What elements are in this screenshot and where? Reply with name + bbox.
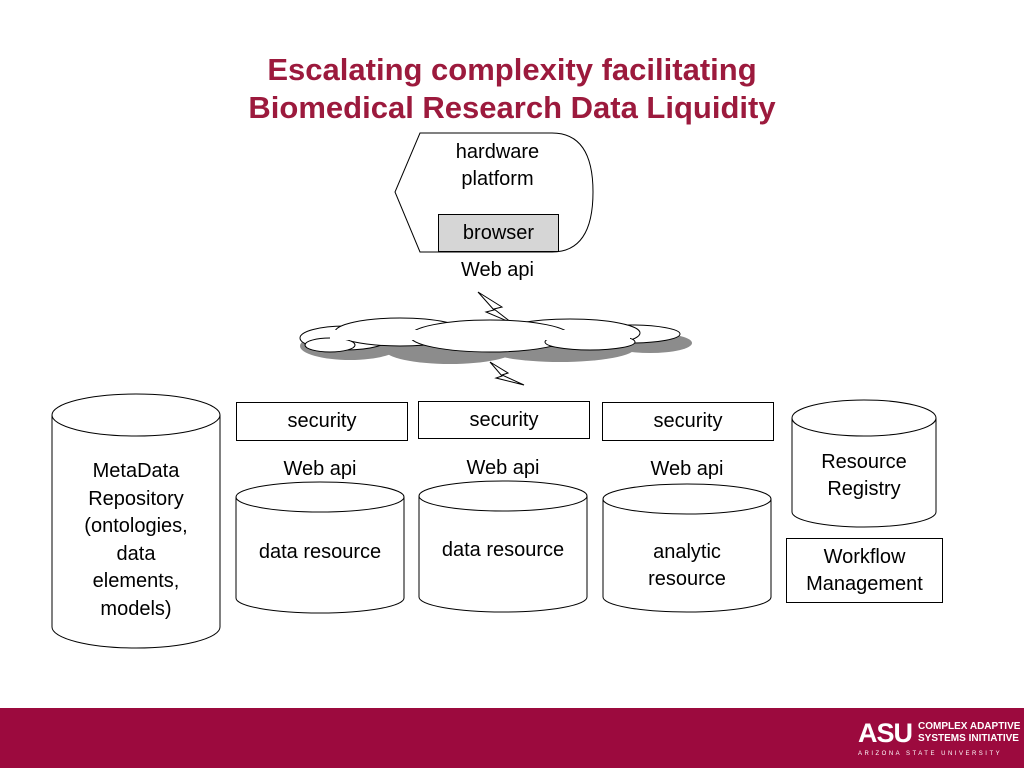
workflow-management-box: Workflow Management	[786, 538, 943, 603]
resource-label-3-line2: resource	[648, 568, 726, 590]
metadata-repository-text: MetaData Repository (ontologies, data el…	[52, 458, 220, 623]
logo-line1: COMPLEX ADAPTIVE	[918, 721, 1021, 732]
client-web-api-label: Web api	[460, 259, 534, 281]
metadata-line: models)	[100, 597, 172, 620]
platform-label: platform	[461, 168, 534, 190]
resource-label-3-line1: analytic	[653, 541, 721, 563]
slide-title-line2: Biomedical Research Data Liquidity	[248, 90, 776, 125]
resource-registry-line1: Resource	[821, 451, 907, 473]
hardware-label: hardware	[455, 141, 540, 163]
resource-cylinder-1	[235, 481, 405, 614]
browser-box: browser	[438, 214, 559, 252]
metadata-repository-cylinder	[51, 393, 221, 649]
security-box-1: security	[236, 402, 408, 441]
metadata-line: (ontologies,	[84, 515, 188, 537]
asu-logo: ASU COMPLEX ADAPTIVE SYSTEMS INITIATIVE …	[858, 718, 1020, 762]
slide-title-line1: Escalating complexity facilitating	[267, 52, 757, 87]
resource-cylinder-3	[602, 483, 772, 613]
workflow-line2: Management	[806, 573, 923, 595]
workflow-line1: Workflow	[823, 546, 906, 568]
service-web-api-label-2: Web api	[466, 457, 540, 479]
metadata-line: data	[116, 542, 156, 565]
resource-cylinder-2	[418, 480, 588, 613]
footer-bar	[0, 708, 1024, 768]
service-web-api-label-3: Web api	[650, 458, 724, 480]
resource-label-2: data resource	[441, 539, 565, 561]
lightning-bolt-icon-bottom	[489, 361, 525, 386]
lightning-bolt-icon-top	[477, 291, 513, 324]
logo-line2: SYSTEMS INITIATIVE	[918, 733, 1019, 744]
logo-line3: ARIZONA STATE UNIVERSITY	[858, 751, 1003, 757]
resource-registry-cylinder	[791, 399, 937, 528]
metadata-line: elements,	[92, 570, 180, 592]
resource-label-1: data resource	[258, 541, 382, 563]
service-web-api-label-1: Web api	[283, 458, 357, 480]
security-box-3: security	[602, 402, 774, 441]
metadata-line: MetaData	[92, 460, 180, 482]
security-box-2: security	[418, 401, 590, 439]
metadata-line: Repository	[88, 487, 184, 510]
resource-registry-line2: Registry	[827, 478, 901, 500]
asu-logo-mark: ASU	[858, 718, 913, 748]
